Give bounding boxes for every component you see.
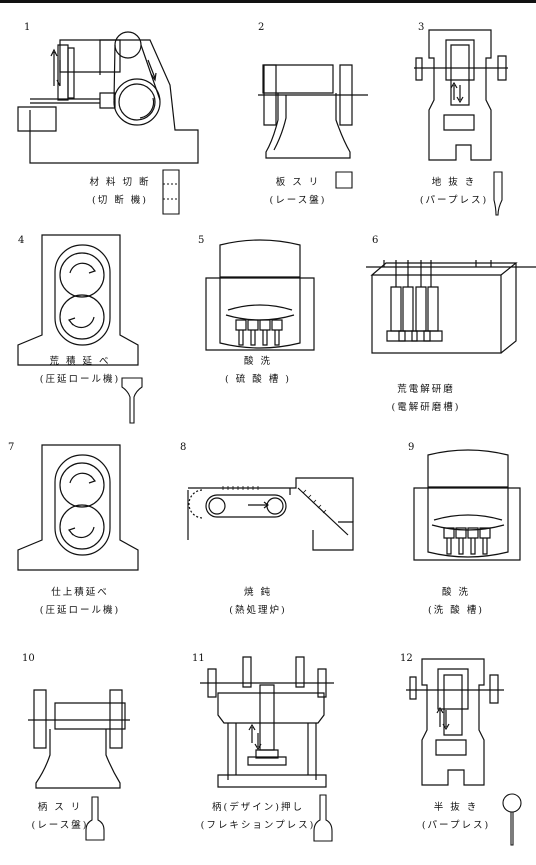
half-blanking-press-illustration [356, 645, 536, 865]
step-1-machine: (切 断 機) [92, 195, 148, 206]
step-9-machine: (洗 酸 槽) [428, 605, 484, 616]
step-6-name: 荒電解研磨 [397, 384, 455, 395]
spoon-blank-icon [356, 645, 536, 865]
step-4-name: 荒 積 延 べ [49, 356, 111, 367]
step-4-number: 4 [18, 235, 25, 246]
step-5-panel: 5 酸 洗 ( 硫 酸 槽 ) [178, 215, 356, 420]
step-11-number: 11 [192, 653, 205, 664]
step-5-machine: ( 硫 酸 槽 ) [225, 374, 291, 385]
step-4-machine: (圧延ロール機) [39, 374, 121, 385]
step-1-number: 1 [24, 22, 31, 33]
step-6-machine: (電解研磨槽) [391, 402, 461, 413]
step-12-name: 半 抜 き [433, 802, 479, 813]
lathe-illustration [178, 0, 358, 220]
step-3-panel: 3 地 抜 き (パープレス) [356, 0, 534, 205]
step-10-number: 10 [22, 653, 35, 664]
embossed-handle-icon [178, 645, 368, 865]
finishing-rolling-mill-illustration [0, 430, 180, 650]
lathe-handle-grinding-illustration [0, 645, 180, 865]
plate-blank-icon [178, 0, 358, 220]
bar-press-illustration [356, 0, 536, 220]
step-3-machine: (パープレス) [419, 195, 489, 206]
annealing-furnace-illustration [178, 430, 368, 650]
step-3-name: 地 抜 き [431, 177, 477, 188]
step-3-number: 3 [418, 22, 425, 33]
friction-press-illustration [178, 645, 368, 865]
step-8-panel: 8 焼 鈍 (熱処理炉) [178, 430, 356, 635]
step-8-machine: (熱処理炉) [229, 605, 287, 616]
electropolishing-tank-illustration [356, 215, 536, 435]
handle-blank-icon [0, 645, 180, 865]
step-7-panel: 7 仕上積延べ (圧延ロール機) [0, 430, 178, 635]
step-2-number: 2 [258, 22, 265, 33]
step-10-panel: 10 柄 ス リ (レース盤) [0, 645, 178, 850]
step-10-machine: (レース盤) [31, 820, 89, 831]
step-6-number: 6 [372, 235, 379, 246]
step-5-number: 5 [198, 235, 205, 246]
step-9-number: 9 [408, 442, 415, 453]
step-7-name: 仕上積延べ [51, 587, 109, 598]
step-8-name: 焼 鈍 [243, 587, 273, 598]
step-6-panel: 6 荒電解研磨 (電解研磨槽) [356, 215, 534, 420]
step-11-machine: (フレキションプレス) [200, 820, 316, 831]
sulfuric-acid-tank-illustration [178, 215, 358, 435]
top-rule [0, 0, 536, 3]
rolling-mill-illustration [0, 215, 180, 435]
step-1-panel: 1 材 料 切 断 (切 断 機) [0, 0, 178, 205]
step-7-machine: (圧延ロール機) [39, 605, 121, 616]
step-7-number: 7 [8, 442, 15, 453]
step-9-panel: 9 酸 洗 (洗 酸 槽) [356, 430, 534, 635]
step-11-panel: 11 柄(デザイン)押し (フレキションプレス) [178, 645, 356, 850]
step-10-name: 柄 ス リ [37, 802, 83, 813]
step-2-machine: (レース盤) [269, 195, 327, 206]
step-2-name: 板 ス リ [275, 177, 321, 188]
step-5-name: 酸 洗 [243, 356, 273, 367]
step-4-panel: 4 荒 積 延 べ (圧延ロール機) [0, 215, 178, 420]
cut-blank-stack-icon [0, 0, 190, 220]
step-8-number: 8 [180, 442, 187, 453]
cutting-machine-illustration [0, 0, 190, 220]
step-1-name: 材 料 切 断 [89, 177, 151, 188]
step-12-panel: 12 半 抜 き (パープレス) [356, 645, 534, 850]
step-9-name: 酸 洗 [441, 587, 471, 598]
step-12-machine: (パープレス) [421, 820, 491, 831]
step-11-name: 柄(デザイン)押し [212, 802, 304, 813]
acid-wash-tank-illustration [356, 430, 536, 650]
rough-blank-icon [356, 0, 536, 220]
rolled-blank-icon [0, 215, 180, 435]
step-12-number: 12 [400, 653, 413, 664]
step-2-panel: 2 板 ス リ (レース盤) [178, 0, 356, 206]
